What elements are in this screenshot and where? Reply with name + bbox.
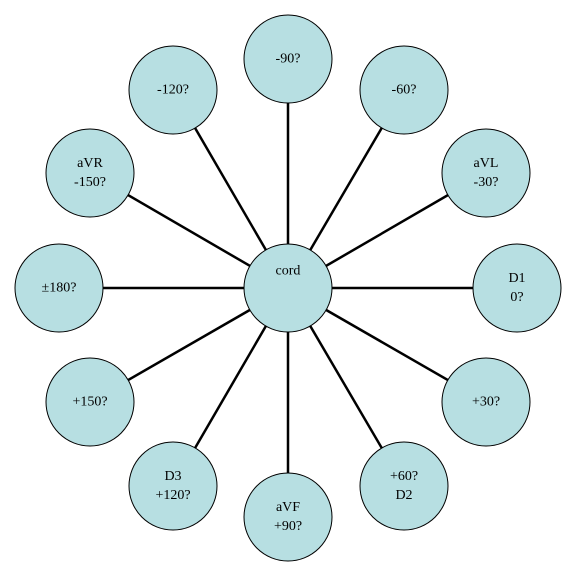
node-d1: D10? bbox=[472, 243, 562, 333]
node-avr: aVR -150? bbox=[45, 128, 135, 218]
node-minus-90: -90? bbox=[243, 14, 333, 104]
node-180-label-1: ±180? bbox=[42, 281, 77, 296]
node-d3-label-1: D3 bbox=[164, 469, 181, 484]
node-d3: D3 +120? bbox=[128, 441, 218, 531]
node-avl-circle bbox=[441, 128, 531, 218]
center-node: cord bbox=[243, 243, 333, 333]
node-plus-150-circle bbox=[45, 357, 135, 447]
node-plus-30: +30? bbox=[441, 357, 531, 447]
node-d2-label-1: +60? bbox=[390, 469, 418, 484]
node-minus-120-label-1: -120? bbox=[157, 83, 189, 98]
node-avf-circle bbox=[243, 472, 333, 562]
node-d3-label-2: +120? bbox=[155, 488, 190, 503]
node-plus-30-label-1: +30? bbox=[472, 395, 500, 410]
node-d1-label-2: 0? bbox=[510, 290, 523, 305]
node-minus-60-label-1: -60? bbox=[392, 83, 417, 98]
node-minus-120-circle bbox=[128, 45, 218, 135]
outer-nodes: -90?-60?aVL-30?D10?+30?+60?D2aVF+90?D3+1… bbox=[14, 14, 562, 562]
center-node-group: cord bbox=[243, 243, 333, 333]
node-avr-circle bbox=[45, 128, 135, 218]
node-d3-circle bbox=[128, 441, 218, 531]
node-avr-label-1: aVR bbox=[77, 156, 103, 171]
node-d2: +60? D2 bbox=[359, 441, 449, 531]
center-node-circle bbox=[243, 243, 333, 333]
node-avf: aVF +90? bbox=[243, 472, 333, 562]
node-minus-120: -120? bbox=[128, 45, 218, 135]
node-d2-circle bbox=[359, 441, 449, 531]
node-minus-90-circle bbox=[243, 14, 333, 104]
node-d2-label-2: D2 bbox=[395, 488, 412, 503]
node-plus-150: +150? bbox=[45, 357, 135, 447]
node-180: ±180? bbox=[14, 243, 104, 333]
node-avf-label-1: aVF bbox=[276, 500, 300, 515]
node-avf-label-2: +90? bbox=[274, 519, 302, 534]
node-180-circle bbox=[14, 243, 104, 333]
node-avl: aVL -30? bbox=[441, 128, 531, 218]
node-minus-60-circle bbox=[359, 45, 449, 135]
node-plus-30-circle bbox=[441, 357, 531, 447]
node-avl-label-2: -30? bbox=[474, 175, 499, 190]
node-d1-circle bbox=[472, 243, 562, 333]
node-plus-150-label-1: +150? bbox=[72, 395, 107, 410]
node-avl-label-1: aVL bbox=[474, 156, 499, 171]
node-avr-label-2: -150? bbox=[74, 175, 106, 190]
node-minus-90-label-1: -90? bbox=[276, 52, 301, 67]
center-node-label: cord bbox=[276, 264, 301, 279]
node-d1-label-1: D1 bbox=[508, 271, 525, 286]
node-minus-60: -60? bbox=[359, 45, 449, 135]
